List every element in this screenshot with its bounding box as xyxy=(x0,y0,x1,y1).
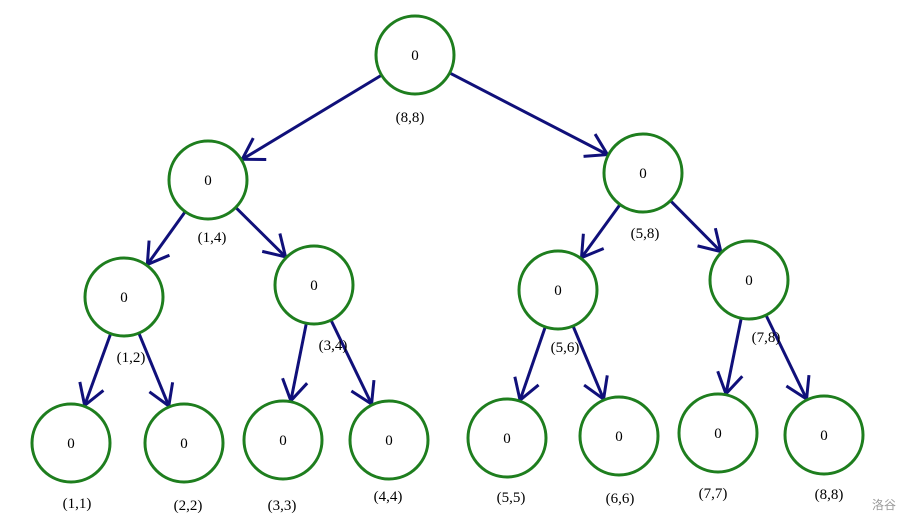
node-circle xyxy=(30,402,112,484)
node-value: 0 xyxy=(385,433,393,449)
node-range-label: (5,5) xyxy=(497,490,526,506)
edge-line xyxy=(448,71,609,156)
node-value: 0 xyxy=(503,431,511,447)
node-range-label: (7,8) xyxy=(752,330,781,346)
edge-line xyxy=(83,333,113,406)
tree-node-n-3-4: 0 (3,4) xyxy=(273,244,355,354)
tree-node-n-8-8: 0 (8,8) xyxy=(783,394,865,503)
node-circle xyxy=(348,399,430,481)
edge-line xyxy=(669,199,722,253)
tree-node-n-2-2: 0 (2,2) xyxy=(143,402,225,514)
node-circle xyxy=(466,397,548,479)
node-range-label: (5,6) xyxy=(551,340,580,356)
edge-n-5-8-to-n-7-8 xyxy=(669,199,723,254)
node-range-label: (7,7) xyxy=(699,486,728,502)
node-range-label: (1,1) xyxy=(63,496,92,512)
node-value: 0 xyxy=(714,426,722,442)
node-value: 0 xyxy=(67,436,75,452)
node-range-label: (8,8) xyxy=(815,487,844,503)
nodes: 0 (8,8) 0 (1,4) 0 (5,8) 0 (1,2) 0 (3,4) 0 (5,6) 0 (7,… xyxy=(30,14,865,514)
edge-line xyxy=(580,203,622,259)
edge-line xyxy=(329,319,373,405)
edge-line xyxy=(571,325,605,400)
tree-node-n-1-2: 0 (1,2) xyxy=(83,256,165,366)
node-circle xyxy=(602,132,684,214)
node-range-label: (2,2) xyxy=(174,498,203,514)
node-value: 0 xyxy=(120,290,128,306)
edge-n-1-2-to-n-2-2 xyxy=(137,332,175,409)
node-circle xyxy=(708,239,790,321)
node-value: 0 xyxy=(279,433,287,449)
node-circle xyxy=(143,402,225,484)
tree-node-n-4-4: 0 (4,4) xyxy=(348,399,430,505)
node-value: 0 xyxy=(310,278,318,294)
edge-line xyxy=(764,314,808,400)
tree-node-n-6-6: 0 (6,6) xyxy=(578,395,660,507)
node-value: 0 xyxy=(820,428,828,444)
node-value: 0 xyxy=(411,48,419,64)
node-circle xyxy=(677,392,759,474)
tree-node-n-7-7: 0 (7,7) xyxy=(677,392,759,502)
node-circle xyxy=(83,256,165,338)
tree-node-n-1-4: 0 (1,4) xyxy=(167,139,249,246)
tree-node-n-5-6: 0 (5,6) xyxy=(517,249,599,356)
watermark-text: 洛谷 xyxy=(872,497,896,512)
edge-line xyxy=(137,332,171,407)
edge-n-1-2-to-n-1-1 xyxy=(78,333,113,409)
edge-line xyxy=(518,326,547,401)
node-range-label: (8,8) xyxy=(396,110,425,126)
node-range-label: (1,2) xyxy=(117,350,146,366)
edge-n-1-4-to-n-1-2 xyxy=(145,210,187,267)
edge-line xyxy=(234,206,287,258)
node-circle xyxy=(517,249,599,331)
node-range-label: (5,8) xyxy=(631,226,660,242)
edge-n-7-8-to-n-8-8 xyxy=(764,314,811,402)
edge-n-7-8-to-n-7-7 xyxy=(716,317,744,397)
edge-n-3-4-to-n-4-4 xyxy=(329,319,376,407)
edge-n-1-4-to-n-3-4 xyxy=(234,206,288,259)
node-value: 0 xyxy=(180,436,188,452)
edge-line xyxy=(289,322,308,402)
node-value: 0 xyxy=(639,166,647,182)
tree-node-n-1-1: 0 (1,1) xyxy=(30,402,112,512)
tree-node-n-8-8-root: 0 (8,8) xyxy=(374,14,456,126)
node-range-label: (3,3) xyxy=(268,498,297,514)
edge-n-5-6-to-n-5-5 xyxy=(513,326,547,403)
edges xyxy=(78,71,811,409)
node-range-label: (3,4) xyxy=(319,338,348,354)
edge-n-3-4-to-n-3-3 xyxy=(281,322,309,404)
node-circle xyxy=(167,139,249,221)
node-range-label: (6,6) xyxy=(606,491,635,507)
node-range-label: (4,4) xyxy=(374,489,403,505)
tree-node-n-5-5: 0 (5,5) xyxy=(466,397,548,506)
edge-line xyxy=(241,73,383,161)
edge-n-5-8-to-n-5-6 xyxy=(579,203,622,260)
edge-n-8-8-root-to-n-1-4 xyxy=(239,73,383,161)
node-value: 0 xyxy=(554,283,562,299)
node-circle xyxy=(783,394,865,476)
node-circle xyxy=(578,395,660,477)
node-range-label: (1,4) xyxy=(198,230,227,246)
node-value: 0 xyxy=(615,429,623,445)
edge-n-5-6-to-n-6-6 xyxy=(571,325,609,402)
tree-node-n-3-3: 0 (3,3) xyxy=(242,399,324,514)
node-circle xyxy=(374,14,456,96)
edge-line xyxy=(724,317,743,395)
node-value: 0 xyxy=(745,273,753,289)
node-value: 0 xyxy=(204,173,212,189)
tree-node-n-5-8: 0 (5,8) xyxy=(602,132,684,242)
edge-line xyxy=(146,210,187,266)
node-circle xyxy=(273,244,355,326)
node-circle xyxy=(242,399,324,481)
edge-n-8-8-root-to-n-5-8 xyxy=(448,71,611,158)
tree-node-n-7-8: 0 (7,8) xyxy=(708,239,790,346)
